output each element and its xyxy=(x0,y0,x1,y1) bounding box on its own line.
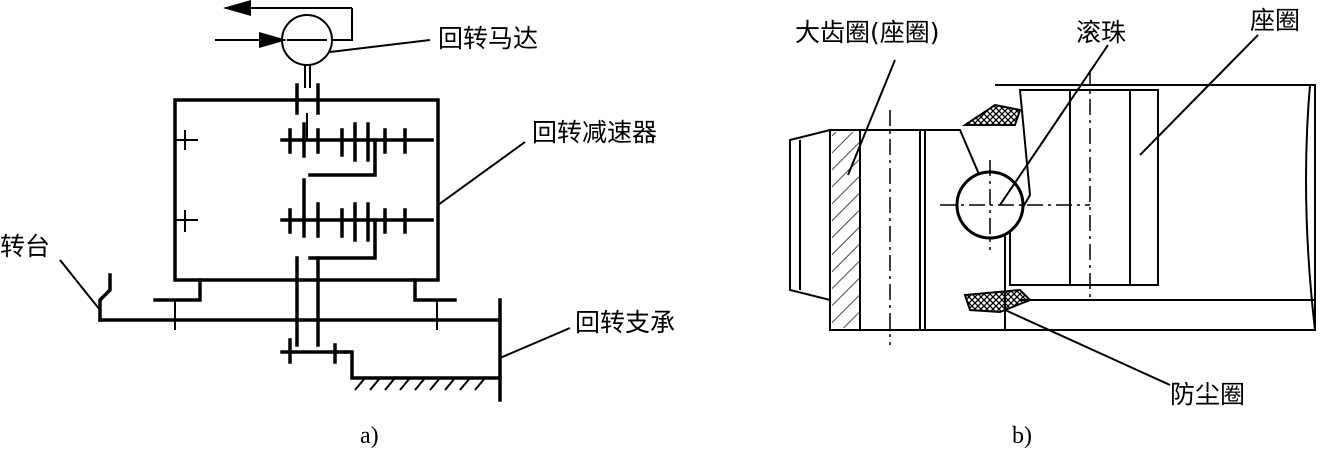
label-ball: 滚珠 xyxy=(1076,18,1127,47)
leader-ball xyxy=(999,44,1109,206)
schematic-a xyxy=(59,0,571,402)
label-turntable: 转台 xyxy=(0,232,51,261)
leader-dust-ring xyxy=(1004,309,1171,386)
motor-symbol xyxy=(215,0,353,88)
dust-seal-bottom xyxy=(963,288,1032,314)
leader-motor xyxy=(329,39,431,53)
label-bearing: 回转支承 xyxy=(575,308,676,337)
label-seat-ring: 座圈 xyxy=(1250,6,1301,35)
label-dust-ring: 防尘圈 xyxy=(1170,380,1246,409)
caption-b: b) xyxy=(1012,423,1032,449)
output-assembly xyxy=(98,256,502,402)
label-reducer: 回转减速器 xyxy=(532,118,658,147)
ball xyxy=(940,160,1090,250)
leader-reducer xyxy=(437,141,526,206)
leader-gear-ring xyxy=(847,59,896,176)
leader-seat-ring xyxy=(1139,34,1259,156)
caption-a: a) xyxy=(360,423,379,449)
leader-turntable xyxy=(59,259,101,311)
label-motor: 回转马达 xyxy=(438,24,539,53)
section-b xyxy=(789,34,1316,386)
reducer-housing xyxy=(173,83,440,282)
leader-bearing xyxy=(499,327,571,359)
label-gear-ring: 大齿圈(座圈) xyxy=(795,18,940,47)
gear-ring-section xyxy=(789,128,1006,331)
seat-ring-section xyxy=(1009,89,1159,286)
dust-seal-top xyxy=(961,103,1022,126)
